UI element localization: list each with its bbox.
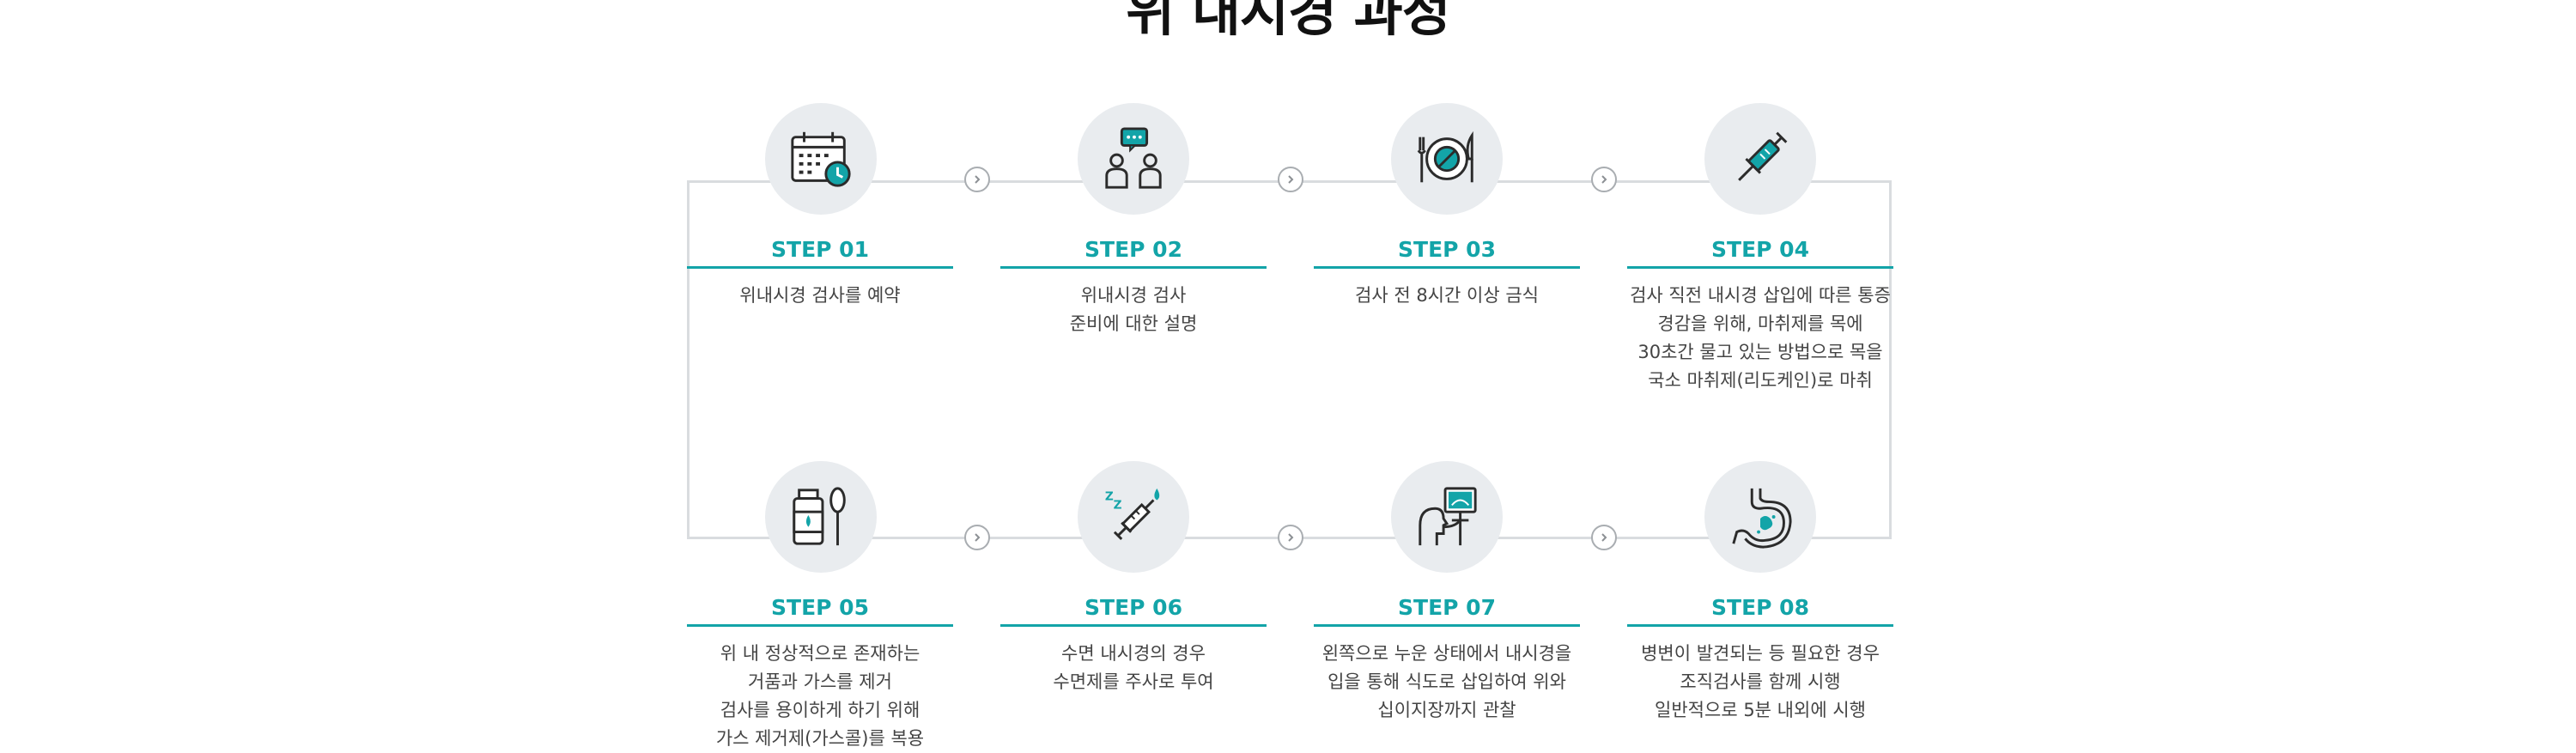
step-04-underline (1627, 266, 1893, 269)
no-food-plate-icon (1417, 131, 1473, 183)
step-01-underline (687, 266, 953, 269)
step-01-description: 위내시경 검사를 예약 (739, 285, 901, 306)
step-03-label: STEP 03 (1398, 237, 1496, 262)
step-07-underline (1314, 624, 1580, 627)
stomach-icon (1732, 488, 1792, 549)
endoscopy-monitor-icon (1419, 487, 1477, 546)
step-08-icon-circle (1704, 461, 1816, 573)
svg-text:Z: Z (1105, 490, 1114, 504)
svg-text:Z: Z (1114, 498, 1122, 512)
step-03-underline (1314, 266, 1580, 269)
chevron-right-icon (964, 525, 990, 550)
step-01-label: STEP 01 (771, 237, 869, 262)
medicine-bottle-spoon-icon (793, 487, 846, 546)
chevron-right-icon (1278, 525, 1303, 550)
chevron-right-icon (1591, 525, 1617, 550)
step-06-label: STEP 06 (1084, 595, 1182, 620)
syringe-icon (1738, 131, 1788, 181)
step-02-underline (1000, 266, 1267, 269)
sleep-injection-icon: Z Z (1105, 488, 1160, 540)
step-07-label: STEP 07 (1398, 595, 1496, 620)
step-06-icon-circle: Z Z (1078, 461, 1189, 573)
step-03-icon-circle (1391, 103, 1503, 215)
step-02-icon-circle (1078, 103, 1189, 215)
step-06-underline (1000, 624, 1267, 627)
calendar-clock-icon (791, 131, 851, 187)
step-05-icon-circle (765, 461, 877, 573)
step-03-description: 검사 전 8시간 이상 금식 (1355, 285, 1539, 306)
page-title: 위 내시경 과정 (1126, 0, 1450, 43)
chevron-right-icon (964, 167, 990, 192)
step-05-label: STEP 05 (771, 595, 869, 620)
chevron-right-icon (1591, 167, 1617, 192)
step-01-icon-circle (765, 103, 877, 215)
step-07-icon-circle (1391, 461, 1503, 573)
step-05-underline (687, 624, 953, 627)
step-08-label: STEP 08 (1711, 595, 1809, 620)
consultation-icon (1105, 127, 1162, 189)
step-08-underline (1627, 624, 1893, 627)
step-04-icon-circle (1704, 103, 1816, 215)
chevron-right-icon (1278, 167, 1303, 192)
step-04-label: STEP 04 (1711, 237, 1809, 262)
step-02-label: STEP 02 (1084, 237, 1182, 262)
